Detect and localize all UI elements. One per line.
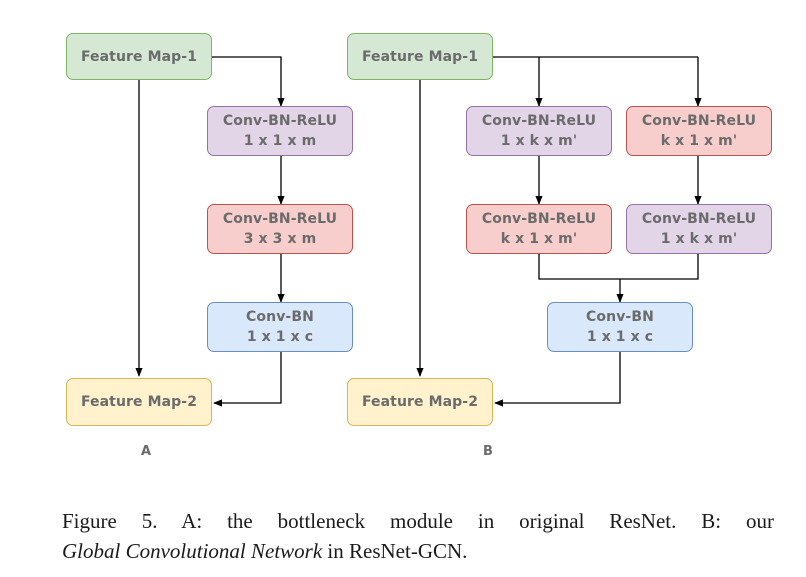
a-conv3-size: 1 x 1 x c <box>246 329 314 345</box>
edge-b-left2-join <box>538 254 699 280</box>
figure-caption-line-2: Global Convolutional Network in ResNet-G… <box>62 536 774 566</box>
b-conv-bn-relu-kx1-bottom: Conv-BN-ReLU k x 1 x m' <box>466 204 612 254</box>
panel-a-label: A <box>141 444 152 459</box>
b-right2-size: 1 x k x m' <box>660 231 738 247</box>
b-conv-bn-relu-kx1-top: Conv-BN-ReLU k x 1 x m' <box>626 106 772 156</box>
b-merge-size: 1 x 1 x c <box>586 329 654 345</box>
edge-b-merge-output <box>494 352 621 407</box>
b-right1-size: k x 1 x m' <box>660 133 738 149</box>
b-merge-title: Conv-BN <box>586 309 654 325</box>
caption-rest: in ResNet-GCN. <box>322 539 468 563</box>
edge-a-conv3-output <box>213 352 282 407</box>
a-feature-map-2: Feature Map-2 <box>66 378 212 426</box>
edge-a-input-conv1 <box>212 56 285 107</box>
b-left1-size: 1 x k x m' <box>500 133 578 149</box>
a-feature-map-1: Feature Map-1 <box>66 33 212 80</box>
a-conv1-title: Conv-BN-ReLU <box>222 113 338 129</box>
a-conv1-size: 1 x 1 x m <box>243 133 317 149</box>
b-feature-map-1: Feature Map-1 <box>347 33 493 80</box>
a-feature-map-2-title: Feature Map-2 <box>80 394 198 410</box>
a-conv-bn-relu-1x1: Conv-BN-ReLU 1 x 1 x m <box>207 106 353 156</box>
a-conv-bn-relu-3x3: Conv-BN-ReLU 3 x 3 x m <box>207 204 353 254</box>
a-feature-map-1-title: Feature Map-1 <box>80 48 198 65</box>
b-right2-title: Conv-BN-ReLU <box>641 211 757 227</box>
a-conv3-title: Conv-BN <box>246 309 314 325</box>
b-conv-bn-relu-1xk: Conv-BN-ReLU 1 x k x m' <box>466 106 612 156</box>
b-feature-map-1-title: Feature Map-1 <box>361 48 479 65</box>
b-feature-map-2: Feature Map-2 <box>347 378 493 426</box>
a-conv2-size: 3 x 3 x m <box>243 231 317 247</box>
b-feature-map-2-title: Feature Map-2 <box>361 394 479 410</box>
a-conv-bn-1x1: Conv-BN 1 x 1 x c <box>207 302 353 352</box>
caption-italic-term: Global Convolutional Network <box>62 539 323 563</box>
panel-b-label: B <box>483 444 493 459</box>
b-left1-title: Conv-BN-ReLU <box>481 113 597 129</box>
b-conv-bn-relu-1xk-bottom: Conv-BN-ReLU 1 x k x m' <box>626 204 772 254</box>
figure-caption-line-1: Figure 5. A: the bottleneck module in or… <box>62 509 774 533</box>
b-left2-size: k x 1 x m' <box>500 231 578 247</box>
b-conv-bn-1x1: Conv-BN 1 x 1 x c <box>547 302 693 352</box>
b-left2-title: Conv-BN-ReLU <box>481 211 597 227</box>
b-right1-title: Conv-BN-ReLU <box>641 113 757 129</box>
a-conv2-title: Conv-BN-ReLU <box>222 211 338 227</box>
